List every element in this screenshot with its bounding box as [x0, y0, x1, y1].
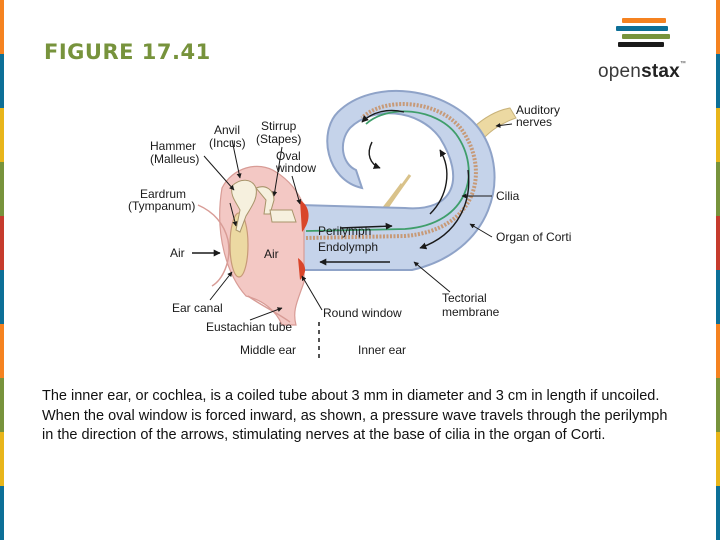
edge-segment	[716, 216, 720, 270]
edge-segment	[716, 270, 720, 324]
edge-segment	[716, 54, 720, 108]
label-anvil: Anvil	[214, 123, 240, 137]
arrow-apex	[369, 142, 380, 168]
edge-segment	[0, 378, 4, 432]
leader-hammer	[204, 156, 234, 190]
edge-segment	[0, 54, 4, 108]
label-endolymph: Endolymph	[318, 240, 378, 254]
logo-text-bold: stax	[641, 61, 680, 82]
logo-stripe-dark	[618, 42, 664, 47]
edge-segment	[716, 432, 720, 486]
edge-segment	[716, 324, 720, 378]
label-ear-canal: Ear canal	[172, 301, 223, 315]
label-cilia: Cilia	[496, 189, 520, 203]
label-hammer: Hammer	[150, 139, 196, 153]
edge-segment	[0, 432, 4, 486]
cochlea-figure: Anvil (Incus) Stirrup (Stapes) Hammer (M…	[120, 85, 600, 365]
edge-segment	[716, 486, 720, 540]
logo-text-light: open	[598, 61, 641, 82]
edge-segment	[716, 162, 720, 216]
label-window: window	[275, 161, 316, 175]
label-middle-ear: Middle ear	[240, 343, 296, 357]
figure-caption: The inner ear, or cochlea, is a coiled t…	[42, 387, 672, 446]
label-tympanum: (Tympanum)	[128, 199, 195, 213]
label-eustachian-tube: Eustachian tube	[206, 320, 292, 334]
label-perilymph: Perilymph	[318, 224, 371, 238]
edge-segment	[716, 378, 720, 432]
slide-title: FIGURE 17.41	[44, 40, 211, 64]
label-round-window: Round window	[323, 306, 402, 320]
logo-trademark: ™	[680, 61, 686, 67]
edge-segment	[716, 0, 720, 54]
edge-segment	[0, 270, 4, 324]
label-stapes: (Stapes)	[256, 132, 301, 146]
openstax-logo: openstax™	[596, 16, 696, 84]
leader-round-window	[302, 276, 322, 310]
label-nerves: nerves	[516, 115, 552, 129]
left-edge-strip	[0, 0, 4, 540]
logo-stripe-blue	[616, 26, 668, 31]
label-air-middle: Air	[264, 247, 279, 261]
edge-segment	[0, 162, 4, 216]
label-inner-ear: Inner ear	[358, 343, 406, 357]
label-organ-of-corti: Organ of Corti	[496, 230, 571, 244]
label-stirrup: Stirrup	[261, 119, 297, 133]
label-membrane: membrane	[442, 305, 500, 319]
label-tectorial: Tectorial	[442, 291, 487, 305]
label-air-outer: Air	[170, 246, 185, 260]
logo-wordmark: openstax™	[598, 61, 686, 83]
edge-segment	[716, 108, 720, 162]
right-edge-strip	[716, 0, 720, 540]
edge-segment	[0, 324, 4, 378]
logo-stripe-green	[622, 34, 670, 39]
edge-segment	[0, 0, 4, 54]
edge-segment	[0, 486, 4, 540]
edge-segment	[0, 216, 4, 270]
label-incus: (Incus)	[209, 136, 246, 150]
edge-segment	[0, 108, 4, 162]
stirrup-bone	[270, 210, 296, 222]
logo-stripe-orange	[622, 18, 666, 23]
leader-tectorial	[414, 262, 450, 292]
label-malleus: (Malleus)	[150, 152, 199, 166]
